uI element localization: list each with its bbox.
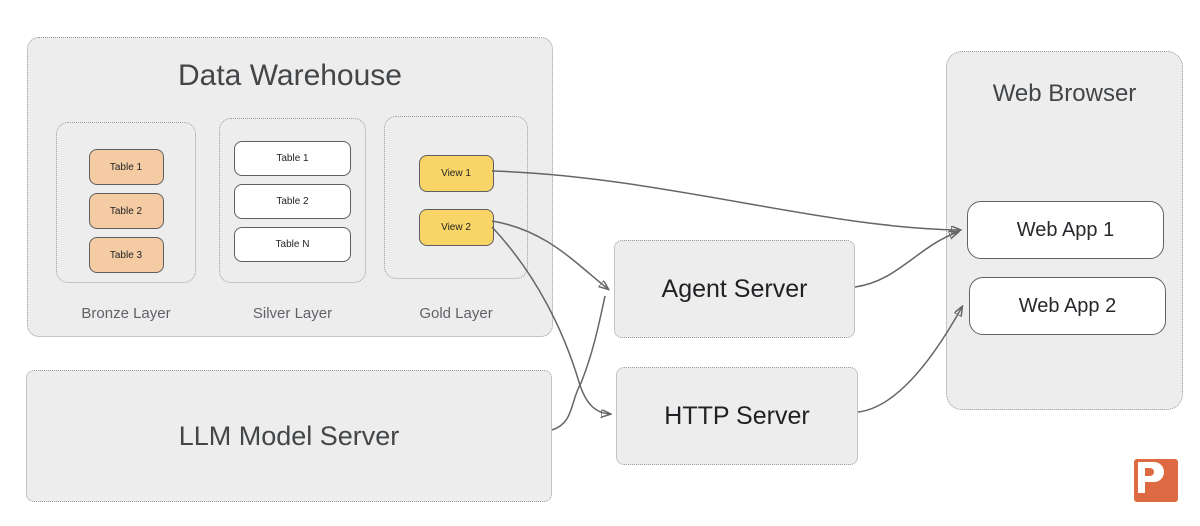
web-app-2-box: Web App 2 (969, 277, 1166, 335)
p-logo-icon (1134, 459, 1178, 502)
llm-model-server-box: LLM Model Server (26, 370, 552, 502)
arrow-view-1-to-web-app-1 (491, 170, 960, 230)
agent-server-label: Agent Server (661, 274, 808, 303)
bronze-table-node: Table 3 (88, 237, 164, 273)
silver-layer-container: Table 1 Table 2 Table N (219, 118, 366, 283)
web-browser-title: Web Browser (992, 80, 1137, 107)
http-server-label: HTTP Server (664, 401, 810, 430)
web-app-1-box: Web App 1 (967, 201, 1164, 259)
bronze-layer-container: Table 1 Table 2 Table 3 (56, 122, 196, 283)
silver-table-node: Table 1 (234, 141, 351, 176)
data-warehouse-title: Data Warehouse (177, 59, 402, 92)
silver-table-node: Table N (234, 227, 351, 262)
bronze-layer-label: Bronze Layer (81, 305, 171, 322)
arrow-llm-model-server-to-agent-server (551, 295, 606, 431)
silver-layer-label: Silver Layer (252, 305, 333, 322)
arrow-agent-server-to-web-app-1 (854, 232, 958, 288)
bronze-table-node: Table 1 (88, 149, 164, 185)
gold-layer-label: Gold Layer (419, 305, 493, 322)
p-logo-stem (1138, 462, 1145, 493)
bronze-table-node: Table 2 (88, 193, 164, 229)
llm-model-server-label: LLM Model Server (178, 420, 400, 451)
http-server-box: HTTP Server (616, 367, 858, 465)
gold-layer-container: View 1 View 2 (384, 116, 528, 279)
data-warehouse-container: Data Warehouse Table 1 Table 2 Table 3 B… (27, 37, 553, 337)
silver-table-node: Table 2 (234, 184, 351, 219)
web-browser-container: Web Browser Web App 1 Web App 2 (946, 51, 1183, 410)
gold-view-node: View 1 (418, 155, 494, 192)
agent-server-box: Agent Server (614, 240, 855, 338)
p-logo-counter (1145, 468, 1154, 476)
gold-view-node: View 2 (418, 209, 494, 246)
